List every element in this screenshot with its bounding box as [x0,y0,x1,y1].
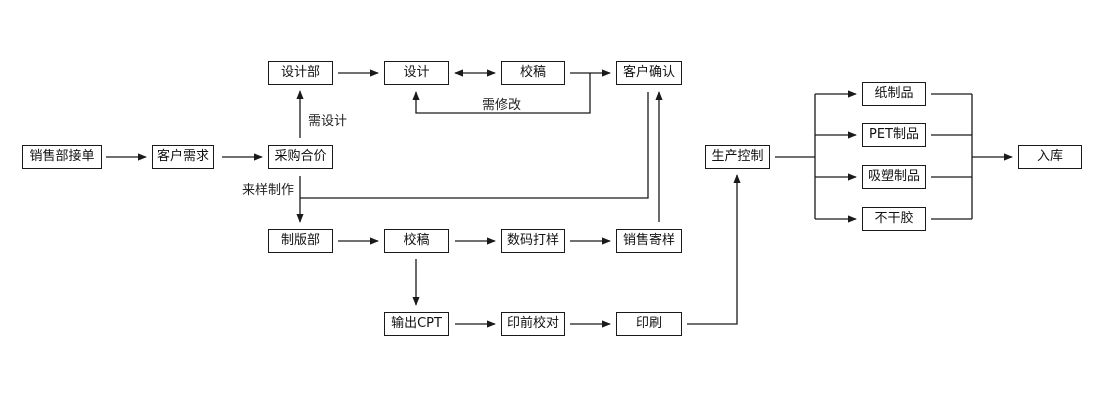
node-proof-mid: 校稿 [384,229,449,253]
node-design-dept: 设计部 [268,61,333,85]
node-warehousing: 入库 [1018,145,1082,169]
node-digital-proof: 数码打样 [501,229,565,253]
node-purchase-quote: 采购合价 [268,145,333,169]
node-prepress-check: 印前校对 [501,312,565,336]
edge-revision-loop [412,73,591,114]
node-customer-confirm: 客户确认 [616,61,682,85]
node-sales-sample: 销售寄样 [616,229,682,253]
node-customer-needs: 客户需求 [152,145,214,169]
node-proof-top: 校稿 [501,61,565,85]
node-blister-products: 吸塑制品 [862,165,926,189]
node-output-cpt: 输出CPT [384,312,449,336]
node-printing: 印刷 [616,312,682,336]
node-sales-order: 销售部接单 [22,145,102,169]
edge-label-needs-revision: 需修改 [482,98,522,113]
edge-label-sample-production: 来样制作 [242,183,295,198]
node-sticker: 不干胶 [862,207,926,231]
node-pet-products: PET制品 [862,123,926,147]
node-paper-products: 纸制品 [862,82,926,106]
node-design: 设计 [384,61,449,85]
node-plate-dept: 制版部 [268,229,333,253]
edge-customer-confirm-to-sample-line [300,92,649,199]
node-production-control: 生产控制 [705,145,770,169]
edge-label-needs-design: 需设计 [308,114,348,129]
edge-printing-to-production-control [687,174,741,325]
